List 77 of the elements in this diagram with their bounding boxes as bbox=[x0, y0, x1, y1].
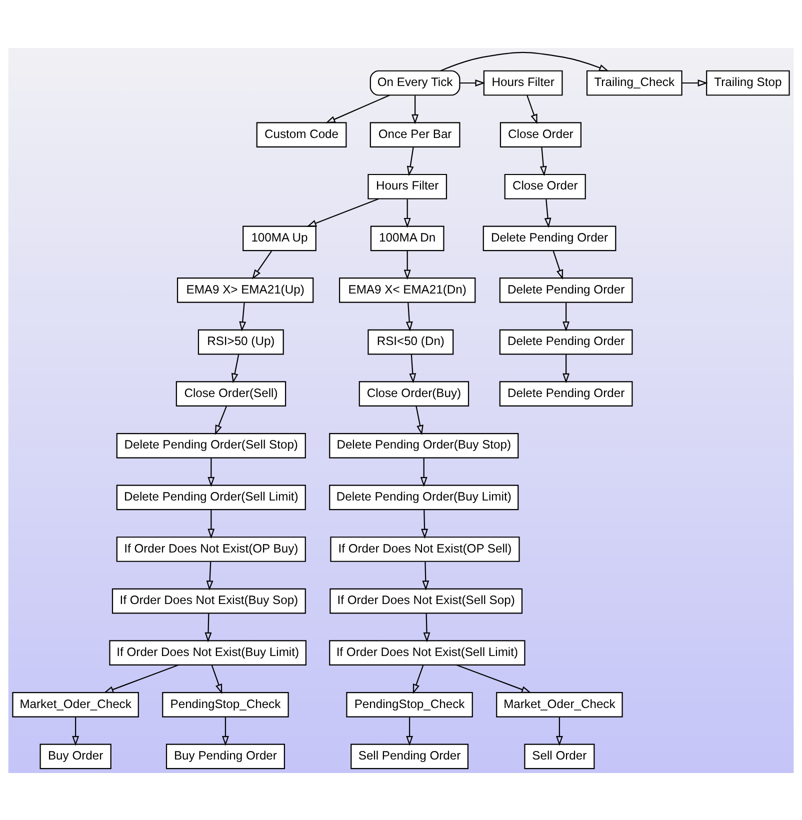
node-box: Buy Order bbox=[40, 743, 112, 769]
node-box: Once Per Bar bbox=[370, 122, 460, 147]
node-box: EMA9 X> EMA21(Up) bbox=[176, 277, 314, 302]
arrow bbox=[252, 250, 272, 279]
arrow bbox=[552, 250, 564, 280]
node-box: Delete Pending Order(Sell Stop) bbox=[116, 432, 306, 458]
node-box: Buy Pending Order bbox=[166, 743, 285, 769]
arrow bbox=[422, 561, 430, 590]
arrow bbox=[72, 716, 80, 746]
arrow bbox=[540, 146, 547, 176]
node-box: Delete Pending Order(Buy Limit) bbox=[329, 484, 519, 510]
node-box: Custom Code bbox=[256, 122, 347, 147]
arrow bbox=[204, 613, 212, 642]
node-box: Delete Pending Order bbox=[499, 277, 633, 302]
node-box: Trailing_Check bbox=[586, 70, 682, 96]
node-box: Sell Pending Order bbox=[350, 743, 468, 769]
arrow bbox=[406, 716, 414, 746]
node-box: Delete Pending Order bbox=[499, 380, 633, 406]
arrow bbox=[211, 664, 222, 694]
arrow bbox=[416, 406, 424, 435]
node-box: PendingStop_Check bbox=[346, 692, 473, 717]
node-box: Close Order(Buy) bbox=[358, 380, 470, 406]
arrow bbox=[404, 198, 411, 228]
node-box: Hours Filter bbox=[368, 173, 448, 199]
node-box: Close Order(Sell) bbox=[176, 380, 286, 406]
node-box: Sell Order bbox=[524, 743, 595, 769]
arrow bbox=[104, 664, 178, 693]
arrow bbox=[208, 458, 215, 486]
arrow bbox=[222, 716, 229, 746]
arrow bbox=[456, 664, 532, 693]
node-box: Delete Pending Order(Sell Limit) bbox=[116, 484, 306, 510]
node-box: Market_Oder_Check bbox=[496, 692, 623, 717]
arrow bbox=[556, 716, 563, 746]
node-box: If Order Does Not Exist(Buy Limit) bbox=[109, 640, 306, 666]
node-box: If Order Does Not Exist(OP Buy) bbox=[116, 536, 306, 562]
node-box: 100MA Up bbox=[242, 225, 316, 251]
arrow bbox=[423, 613, 430, 642]
arrow bbox=[420, 458, 428, 486]
node-box: Trailing Stop bbox=[706, 70, 790, 96]
arrow bbox=[206, 561, 214, 590]
arrow bbox=[214, 406, 227, 434]
arrow bbox=[404, 250, 411, 280]
arrow bbox=[231, 354, 240, 383]
arrow bbox=[526, 94, 538, 124]
arrow bbox=[562, 302, 570, 331]
arrow bbox=[562, 354, 570, 383]
arrow bbox=[409, 354, 416, 383]
arrow bbox=[460, 79, 486, 86]
arrow bbox=[306, 198, 379, 226]
node-box: Close Order bbox=[500, 122, 582, 147]
node-box: Hours Filter bbox=[483, 70, 563, 96]
node-box: RSI<50 (Dn) bbox=[368, 328, 454, 354]
arrow bbox=[440, 51, 609, 71]
node-box: EMA9 X< EMA21(Dn) bbox=[339, 277, 476, 302]
arrow bbox=[208, 510, 215, 538]
node-box: If Order Does Not Exist(Sell Limit) bbox=[329, 640, 526, 666]
arrow bbox=[412, 664, 424, 694]
node-box: RSI>50 (Up) bbox=[198, 328, 284, 354]
node-box: Delete Pending Order bbox=[482, 225, 616, 251]
arrow bbox=[682, 79, 708, 86]
node-box: If Order Does Not Exist(OP Sell) bbox=[330, 536, 520, 562]
node-box: PendingStop_Check bbox=[162, 692, 289, 717]
node-box: Market_Oder_Check bbox=[12, 692, 139, 717]
node-box: Close Order bbox=[504, 173, 586, 199]
arrow bbox=[239, 302, 246, 331]
arrow bbox=[421, 510, 428, 538]
node-box: Delete Pending Order bbox=[499, 328, 633, 354]
node-box: If Order Does Not Exist(Sell Sop) bbox=[330, 588, 523, 614]
node-box: 100MA Dn bbox=[370, 225, 444, 251]
node-box: If Order Does Not Exist(Buy Sop) bbox=[112, 588, 306, 614]
arrow bbox=[412, 95, 419, 124]
arrow bbox=[544, 198, 552, 228]
arrow bbox=[325, 94, 390, 123]
node-box: Delete Pending Order(Buy Stop) bbox=[329, 432, 519, 458]
node-box: On Every Tick bbox=[370, 70, 460, 96]
arrow bbox=[406, 146, 414, 176]
arrow bbox=[406, 302, 413, 331]
